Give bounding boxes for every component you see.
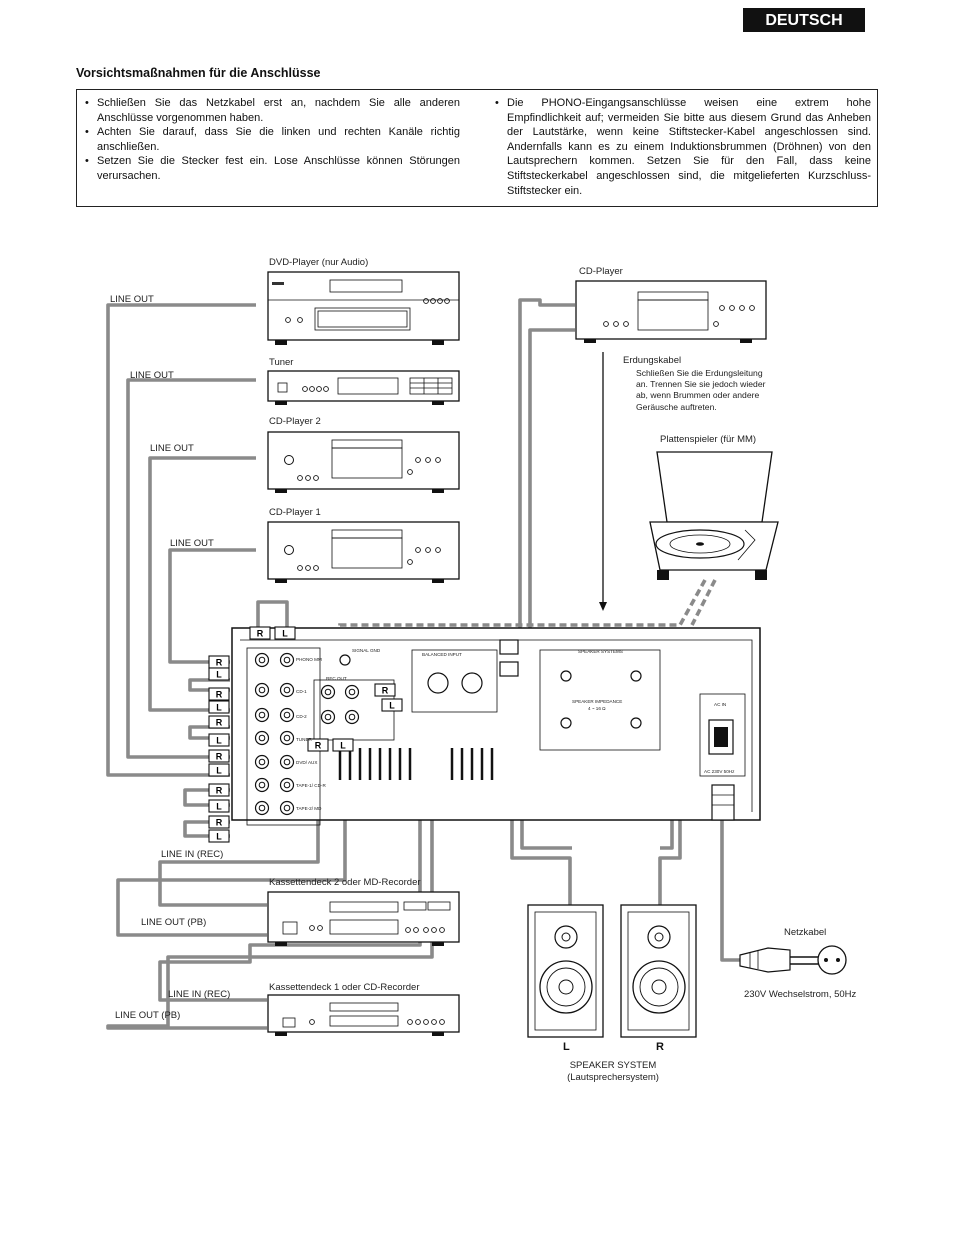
tape-deck-1 <box>267 994 460 1036</box>
panel-dvd-aux: DVD/ AUX <box>296 760 317 765</box>
label-power-supply: 230V Wechselstrom, 50Hz <box>744 989 857 1000</box>
panel-impedance: SPEAKER IMPEDANCE <box>572 699 622 704</box>
panel-signal-gnd: SIGNAL GND <box>352 648 381 653</box>
label-speaker-system: SPEAKER SYSTEM <box>570 1060 657 1071</box>
ground-note-line: Geräusche auftreten. <box>636 402 717 412</box>
panel-ac-rating: AC 230V 50Hz <box>704 769 735 774</box>
ground-note-line: an. Trennen Sie sie jedoch wieder <box>636 379 766 389</box>
panel-tuner: TUNER <box>296 737 313 742</box>
label-power-cord: Netzkabel <box>784 927 826 938</box>
label-line-out-pb-1: LINE OUT (PB) <box>115 1010 180 1021</box>
precautions-right-list: Die PHONO-Eingangsanschlüsse weisen eine… <box>495 96 871 198</box>
panel-cd1: CD-1 <box>296 689 307 694</box>
panel-balanced: BALANCED INPUT <box>422 652 462 657</box>
label-ground-cable: Erdungskabel <box>623 355 681 366</box>
language-tab: DEUTSCH <box>743 8 865 32</box>
panel-tape1: TAPE-1/ CD-R <box>296 783 326 788</box>
cd-player <box>575 280 767 343</box>
label-tape-deck-1: Kassettendeck 1 oder CD-Recorder <box>269 982 420 993</box>
label-line-out-dvd: LINE OUT <box>110 294 154 305</box>
ground-note-line: Schließen Sie die Erdungsleitung <box>636 368 763 378</box>
label-line-out-pb-2: LINE OUT (PB) <box>141 917 206 928</box>
label-tape-deck-2: Kassettendeck 2 oder MD-Recorder <box>269 877 421 888</box>
amplifier-rear-panel <box>208 626 761 843</box>
label-line-out-tuner: LINE OUT <box>130 370 174 381</box>
precaution-item: Achten Sie darauf, dass Sie die linken u… <box>85 125 460 154</box>
label-tuner: Tuner <box>269 357 293 368</box>
turntable <box>649 451 779 580</box>
precaution-item: Schließen Sie das Netzkabel erst an, nac… <box>85 96 460 125</box>
panel-speaker-systems: SPEAKER SYSTEMS <box>578 649 623 654</box>
label-line-in-rec-1: LINE IN (REC) <box>168 989 230 1000</box>
label-cd-player-1: CD-Player 1 <box>269 507 321 518</box>
label-line-out-cd1: LINE OUT <box>170 538 214 549</box>
mains-plug <box>739 945 847 975</box>
label-turntable: Plattenspieler (für MM) <box>660 434 756 445</box>
panel-ac-in: AC IN <box>714 702 726 707</box>
label-dvd-player: DVD-Player (nur Audio) <box>269 257 368 268</box>
label-speaker-left: L <box>563 1041 570 1053</box>
label-line-out-cd2: LINE OUT <box>150 443 194 454</box>
diagram-labels: DVD-Player (nur Audio) Tuner CD-Player 2… <box>110 257 857 1083</box>
cd-player-2 <box>267 431 460 493</box>
section-title: Vorsichtsmaßnahmen für die Anschlüsse <box>76 66 321 80</box>
precaution-item: Setzen Sie die Stecker fest ein. Lose An… <box>85 154 460 183</box>
precautions-box: Schließen Sie das Netzkabel erst an, nac… <box>76 89 878 207</box>
cd-player-1 <box>267 521 460 583</box>
panel-legends: PHONO MM CD-1 CD-2 TUNER DVD/ AUX TAPE-1… <box>296 648 735 811</box>
ground-note-line: ab, wenn Brummen oder andere <box>636 390 759 400</box>
tuner <box>267 370 460 405</box>
label-cd-player: CD-Player <box>579 266 623 277</box>
precautions-left-list: Schließen Sie das Netzkabel erst an, nac… <box>85 96 460 184</box>
label-speaker-system-sub: (Lautsprechersystem) <box>567 1072 659 1083</box>
speaker-left <box>527 904 604 1038</box>
speaker-right <box>620 904 697 1038</box>
label-cd-player-2: CD-Player 2 <box>269 416 321 427</box>
panel-cd2: CD-2 <box>296 714 307 719</box>
tape-deck-2 <box>267 891 460 946</box>
dvd-player <box>267 271 460 345</box>
panel-phono: PHONO MM <box>296 657 322 662</box>
panel-impedance-val: 4 ~ 16 Ω <box>588 706 606 711</box>
panel-tape2: TAPE-2/ MD <box>296 806 322 811</box>
precaution-item: Die PHONO-Eingangsanschlüsse weisen eine… <box>495 96 871 198</box>
label-speaker-right: R <box>656 1041 664 1053</box>
label-line-in-rec-2: LINE IN (REC) <box>161 849 223 860</box>
panel-rec-out: REC OUT <box>326 676 347 681</box>
